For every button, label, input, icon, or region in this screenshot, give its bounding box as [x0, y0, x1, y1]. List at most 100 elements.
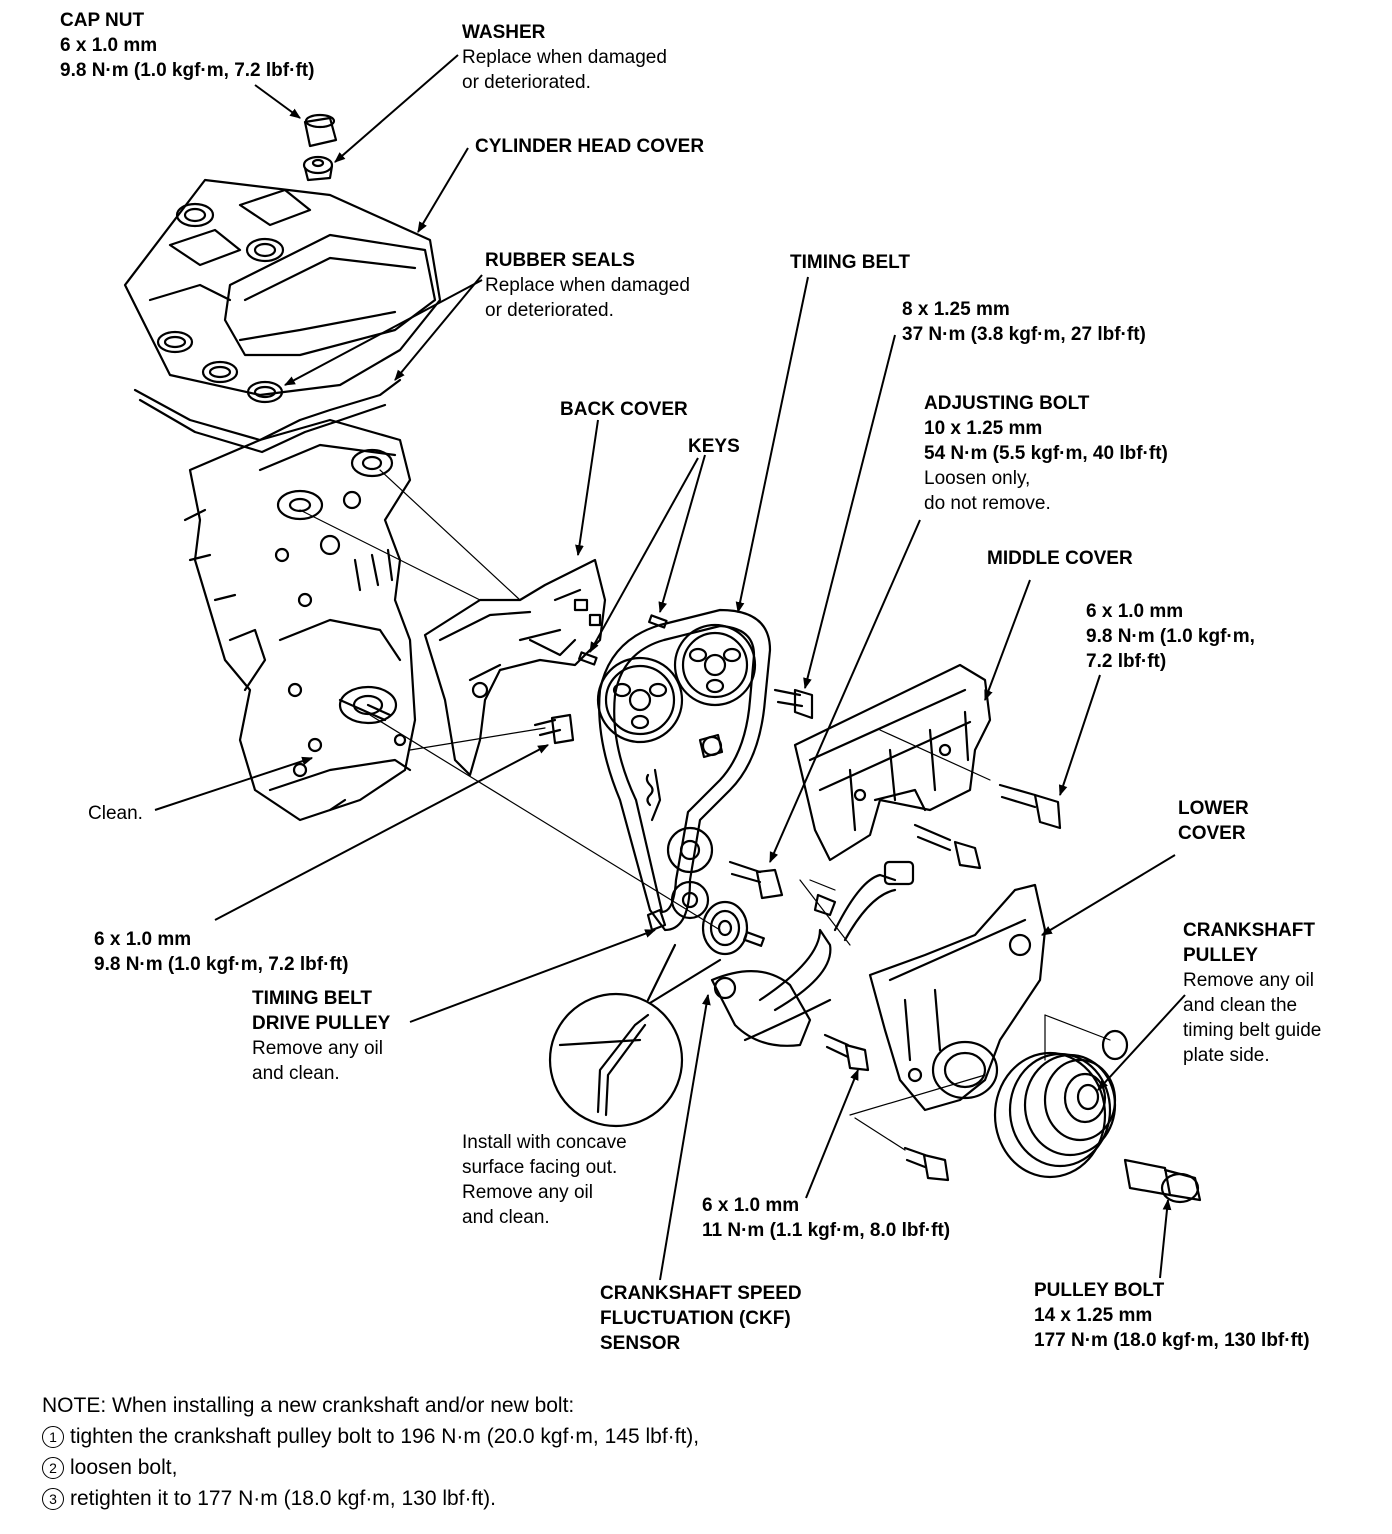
label-ckf-sensor: CRANKSHAFT SPEED FLUCTUATION (CKF) SENSO…	[600, 1281, 802, 1356]
ckf-sensor-line-2: FLUCTUATION (CKF)	[600, 1308, 791, 1329]
lower-cover-drawing	[868, 883, 1047, 1112]
install-concave-note-3: Remove any oil	[462, 1182, 593, 1203]
note-step-2: 2 loosen bolt,	[42, 1452, 699, 1483]
pulley-bolt-drawing	[1123, 1158, 1202, 1204]
pulley-bolt-size: 14 x 1.25 mm	[1034, 1305, 1153, 1326]
label-drive-pulley: TIMING BELT DRIVE PULLEY Remove any oil …	[252, 986, 390, 1086]
crankshaft-pulley-title-2: PULLEY	[1183, 945, 1258, 966]
leader-lines	[154, 54, 1186, 1281]
rubber-seals-drawing	[156, 330, 284, 404]
rubber-seals-title: RUBBER SEALS	[485, 250, 635, 271]
label-middle-cover: MIDDLE COVER	[987, 546, 1133, 571]
back-cover-drawing	[423, 558, 607, 777]
bolt-6x10-left-torque: 9.8 N·m (1.0 kgf·m, 7.2 lbf·ft)	[94, 954, 349, 975]
drive-pulley-note-2: and clean.	[252, 1063, 340, 1084]
cap-nut-size: 6 x 1.0 mm	[60, 35, 158, 56]
bolt-8x125-size: 8 x 1.25 mm	[902, 299, 1010, 320]
label-install-concave: Install with concave surface facing out.…	[462, 1130, 627, 1230]
note-step-1-text: tighten the crankshaft pulley bolt to 19…	[70, 1425, 700, 1448]
drive-pulley-drawing	[701, 900, 749, 956]
note-step-3-text: retighten it to 177 N·m (18.0 kgf·m, 130…	[70, 1487, 497, 1510]
label-lower-cover: LOWER COVER	[1178, 796, 1249, 846]
lower-cover-line-1: LOWER	[1178, 798, 1249, 819]
drive-pulley-title-2: DRIVE PULLEY	[252, 1013, 391, 1034]
adjusting-bolt-size: 10 x 1.25 mm	[924, 418, 1043, 439]
bolt-6x10-right-torque: 9.8 N·m (1.0 kgf·m,	[1086, 626, 1255, 647]
bolt-6x10-11nm-size: 6 x 1.0 mm	[702, 1195, 800, 1216]
adjusting-bolt-note-1: Loosen only,	[924, 468, 1031, 489]
install-concave-note-2: surface facing out.	[462, 1157, 618, 1178]
crankshaft-pulley-drawing	[993, 1051, 1117, 1179]
label-clean: Clean.	[88, 801, 143, 826]
adjusting-bolt-title: ADJUSTING BOLT	[924, 393, 1090, 414]
clean-text: Clean.	[88, 803, 143, 824]
drive-pulley-title-1: TIMING BELT	[252, 988, 372, 1009]
crankshaft-pulley-title-1: CRANKSHAFT	[1183, 920, 1315, 941]
lower-cover-line-2: COVER	[1178, 823, 1246, 844]
crankshaft-pulley-note-4: plate side.	[1183, 1045, 1270, 1066]
cap-nut-drawing	[302, 113, 338, 182]
plug-cap-drawing	[1101, 1029, 1129, 1061]
concave-detail-circle	[548, 992, 684, 1128]
middle-cover-drawing	[793, 663, 992, 862]
label-keys: KEYS	[688, 434, 740, 459]
key-lower	[578, 651, 598, 666]
install-concave-note-1: Install with concave	[462, 1132, 627, 1153]
note-header: NOTE: When installing a new crankshaft a…	[42, 1394, 575, 1417]
engine-block-drawing	[183, 418, 417, 822]
installation-note: NOTE: When installing a new crankshaft a…	[42, 1390, 699, 1514]
label-back-cover: BACK COVER	[560, 397, 688, 422]
drive-pulley-note-1: Remove any oil	[252, 1038, 383, 1059]
back-cover-title: BACK COVER	[560, 399, 688, 420]
rubber-seals-note-2: or deteriorated.	[485, 300, 614, 321]
ckf-sensor-drawing	[710, 860, 915, 1047]
gasket-edge	[133, 378, 402, 442]
label-washer: WASHER Replace when damaged or deteriora…	[462, 20, 667, 95]
label-cap-nut: CAP NUT 6 x 1.0 mm 9.8 N·m (1.0 kgf·m, 7…	[60, 8, 314, 83]
label-cylinder-head-cover: CYLINDER HEAD COVER	[475, 134, 704, 159]
step-number-3: 3	[42, 1488, 64, 1510]
crankshaft-pulley-note-1: Remove any oil	[1183, 970, 1314, 991]
note-step-1: 1 tighten the crankshaft pulley bolt to 1…	[42, 1421, 699, 1452]
ckf-sensor-line-1: CRANKSHAFT SPEED	[600, 1283, 802, 1304]
adjusting-bolt-torque: 54 N·m (5.5 kgf·m, 40 lbf·ft)	[924, 443, 1168, 464]
crankshaft-pulley-note-2: and clean the	[1183, 995, 1298, 1016]
pulley-bolt-title: PULLEY BOLT	[1034, 1280, 1165, 1301]
washer-title: WASHER	[462, 22, 546, 43]
cap-nut-torque: 9.8 N·m (1.0 kgf·m, 7.2 lbf·ft)	[60, 60, 315, 81]
alignment-lines	[299, 469, 1111, 1151]
bolts-drawing	[533, 688, 1062, 1182]
label-bolt-6x10-11nm: 6 x 1.0 mm 11 N·m (1.1 kgf·m, 8.0 lbf·ft…	[702, 1193, 950, 1243]
label-bolt-8x125: 8 x 1.25 mm 37 N·m (3.8 kgf·m, 27 lbf·ft…	[902, 297, 1146, 347]
washer-note-2: or deteriorated.	[462, 72, 591, 93]
bolt-6x10-right-size: 6 x 1.0 mm	[1086, 601, 1184, 622]
adjusting-bolt-note-2: do not remove.	[924, 493, 1051, 514]
bolt-6x10-right-torque-2: 7.2 lbf·ft)	[1086, 651, 1167, 672]
crankshaft-pulley-note-3: timing belt guide	[1183, 1020, 1322, 1041]
step-number-1: 1	[42, 1426, 64, 1448]
cylinder-head-cover-drawing	[123, 178, 442, 397]
label-adjusting-bolt: ADJUSTING BOLT 10 x 1.25 mm 54 N·m (5.5 …	[924, 391, 1168, 516]
bolt-8x125-torque: 37 N·m (3.8 kgf·m, 27 lbf·ft)	[902, 324, 1146, 345]
note-step-2-text: loosen bolt,	[70, 1456, 178, 1479]
label-bolt-6x10-right: 6 x 1.0 mm 9.8 N·m (1.0 kgf·m, 7.2 lbf·f…	[1086, 599, 1255, 674]
ckf-sensor-line-3: SENSOR	[600, 1333, 681, 1354]
label-timing-belt: TIMING BELT	[790, 250, 910, 275]
washer-note-1: Replace when damaged	[462, 47, 667, 68]
timing-belt-title: TIMING BELT	[790, 252, 910, 273]
keys-title: KEYS	[688, 436, 740, 457]
pulley-bolt-torque: 177 N·m (18.0 kgf·m, 130 lbf·ft)	[1034, 1330, 1310, 1351]
label-rubber-seals: RUBBER SEALS Replace when damaged or det…	[485, 248, 690, 323]
label-crankshaft-pulley: CRANKSHAFT PULLEY Remove any oil and cle…	[1183, 918, 1321, 1068]
label-bolt-6x10-left: 6 x 1.0 mm 9.8 N·m (1.0 kgf·m, 7.2 lbf·f…	[94, 927, 348, 977]
note-step-3: 3 retighten it to 177 N·m (18.0 kgf·m, 13…	[42, 1483, 699, 1514]
bolt-6x10-11nm-torque: 11 N·m (1.1 kgf·m, 8.0 lbf·ft)	[702, 1220, 951, 1241]
step-number-2: 2	[42, 1457, 64, 1479]
cylinder-head-cover-title: CYLINDER HEAD COVER	[475, 136, 705, 157]
label-pulley-bolt: PULLEY BOLT 14 x 1.25 mm 177 N·m (18.0 k…	[1034, 1278, 1310, 1353]
timing-belt-drawing	[596, 608, 772, 932]
install-concave-note-4: and clean.	[462, 1207, 550, 1228]
rubber-seals-note-1: Replace when damaged	[485, 275, 690, 296]
middle-cover-title: MIDDLE COVER	[987, 548, 1133, 569]
